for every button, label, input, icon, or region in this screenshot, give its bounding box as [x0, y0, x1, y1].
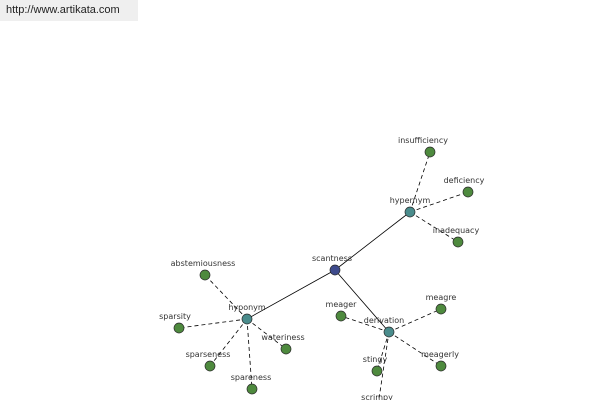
node-sparseness[interactable] — [204, 360, 216, 372]
node-abstemiousness[interactable] — [199, 269, 211, 281]
node-meagerly[interactable] — [435, 360, 447, 372]
edge-hyponym-spareness — [246, 318, 253, 390]
label-scantness[interactable]: scantness — [312, 254, 352, 263]
label-hypernym[interactable]: hypernym — [390, 196, 431, 205]
graph-labels: scantness hypernym hyponym derivation insuff… — [159, 136, 485, 400]
edge-derivation-meagerly — [388, 331, 442, 367]
node-meager[interactable] — [335, 310, 347, 322]
label-deficiency[interactable]: deficiency — [444, 176, 485, 185]
edge-hypernym-insufficiency — [409, 151, 431, 213]
label-inadequacy[interactable]: inadequacy — [433, 226, 480, 235]
node-derivation[interactable] — [383, 326, 395, 338]
label-meagre[interactable]: meagre — [426, 293, 457, 302]
edge-hyponym-wateriness — [246, 318, 287, 350]
edge-scantness-derivation — [334, 269, 390, 333]
graph-edges — [178, 151, 469, 400]
label-hyponym[interactable]: hyponym — [228, 303, 266, 312]
edge-hyponym-sparsity — [178, 318, 248, 329]
node-meagre[interactable] — [435, 303, 447, 315]
edge-hyponym-sparseness — [209, 318, 248, 367]
edge-hypernym-inadequacy — [409, 211, 459, 243]
graph-nodes — [173, 146, 474, 395]
node-inadequacy[interactable] — [452, 236, 464, 248]
node-hyponym[interactable] — [241, 313, 253, 325]
edge-derivation-meager — [340, 315, 390, 333]
edge-scantness-hyponym — [246, 269, 336, 320]
edge-derivation-meagre — [388, 308, 442, 333]
edge-derivation-stingy — [376, 331, 390, 372]
label-scrimpy[interactable]: scrimpy — [361, 393, 393, 400]
source-url[interactable]: http://www.artikata.com — [0, 0, 138, 21]
node-stingy[interactable] — [371, 365, 383, 377]
label-insufficiency[interactable]: insufficiency — [398, 136, 448, 145]
node-sparsity[interactable] — [173, 322, 185, 334]
node-deficiency[interactable] — [462, 186, 474, 198]
label-spareness[interactable]: spareness — [231, 373, 272, 382]
label-sparsity[interactable]: sparsity — [159, 312, 191, 321]
node-hypernym[interactable] — [404, 206, 416, 218]
node-insufficiency[interactable] — [424, 146, 436, 158]
edge-hypernym-deficiency — [409, 191, 469, 213]
label-derivation[interactable]: derivation — [364, 316, 404, 325]
label-stingy[interactable]: stingy — [363, 355, 388, 364]
label-abstemiousness[interactable]: abstemiousness — [171, 259, 236, 268]
label-meagerly[interactable]: meagerly — [421, 350, 459, 359]
label-meager[interactable]: meager — [326, 300, 358, 309]
node-scantness[interactable] — [329, 264, 341, 276]
edge-scantness-hypernym — [334, 211, 411, 271]
node-wateriness[interactable] — [280, 343, 292, 355]
label-wateriness[interactable]: wateriness — [261, 333, 304, 342]
label-sparseness[interactable]: sparseness — [186, 350, 231, 359]
node-spareness[interactable] — [246, 383, 258, 395]
edge-hyponym-abstemiousness — [204, 274, 248, 320]
